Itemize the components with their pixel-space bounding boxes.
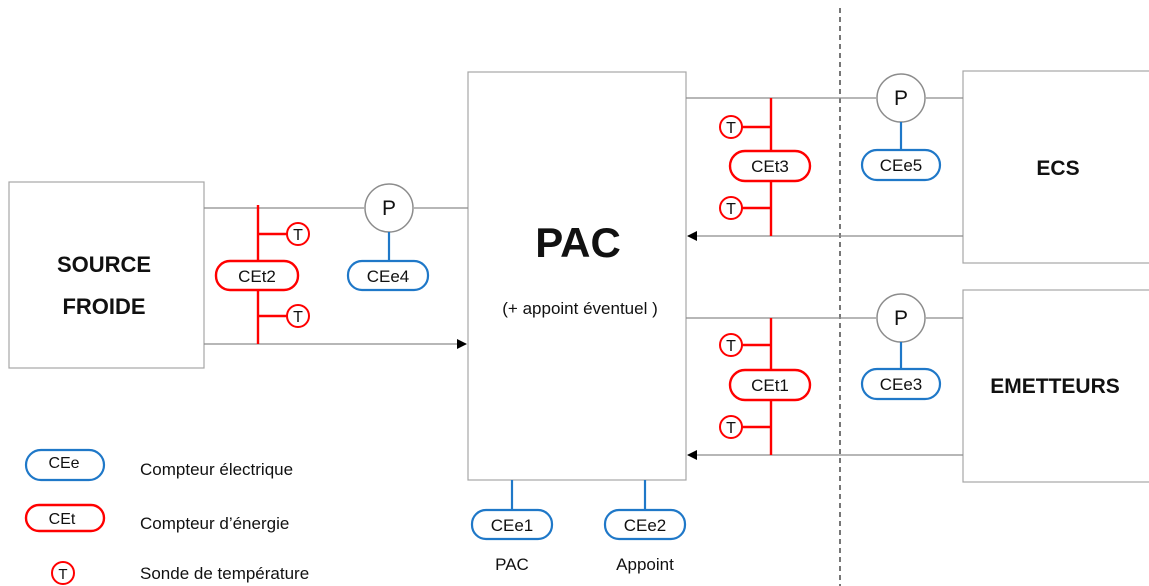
- cet3-meter: [728, 149, 812, 183]
- sensor-label: T: [726, 120, 736, 137]
- sensor-label: T: [726, 420, 736, 437]
- temperature-sensor-icon: [719, 196, 743, 220]
- temperature-sensor-icon: [719, 115, 743, 139]
- legend-cet-symbol: [24, 503, 106, 533]
- cee1-label: CEe1: [491, 516, 534, 535]
- cee3-meter: [860, 367, 942, 401]
- sensor-label: T: [726, 338, 736, 355]
- cet1-label: CEt1: [751, 376, 789, 395]
- pac-title: PAC: [535, 219, 621, 266]
- cee1-meter: [470, 508, 554, 541]
- cee5-label: CEe5: [880, 156, 923, 175]
- temperature-sensor-icon: [286, 304, 310, 328]
- pump-label: P: [894, 87, 908, 110]
- sensor-label: T: [293, 227, 303, 244]
- pac-box: [467, 71, 687, 481]
- temperature-sensor-icon: [719, 415, 743, 439]
- emetteurs-box: [962, 289, 1149, 483]
- ecs-box: [962, 70, 1149, 264]
- emetteurs-label: EMETTEURS: [990, 375, 1120, 398]
- cee2-label: CEe2: [624, 516, 667, 535]
- ecs-label: ECS: [1036, 157, 1079, 180]
- temperature-sensor-icon: [719, 333, 743, 357]
- legend-cet-text: Compteur d’énergie: [140, 514, 289, 533]
- legend-cee-text: Compteur électrique: [140, 460, 293, 479]
- pump-label: P: [894, 307, 908, 330]
- cee2-meter: [603, 508, 687, 541]
- legend-temperature-sensor-icon: [51, 561, 75, 585]
- pac-caption: PAC: [495, 555, 529, 574]
- appoint-caption: Appoint: [616, 555, 674, 574]
- source-froide-box: [8, 181, 205, 369]
- cet2-meter: [214, 259, 300, 292]
- legend-cee-symbol-text: CEe: [48, 455, 79, 472]
- temperature-sensor-icon: [286, 222, 310, 246]
- source-label-line2: FROIDE: [62, 294, 145, 319]
- cee4-label: CEe4: [367, 267, 410, 286]
- sensor-label: T: [293, 309, 303, 326]
- cee4-meter: [346, 259, 430, 292]
- cet2-label: CEt2: [238, 267, 276, 286]
- cee5-meter: [860, 148, 942, 182]
- legend-sensor-symbol-text: T: [58, 566, 67, 583]
- sensor-label: T: [726, 201, 736, 218]
- cet1-meter: [728, 368, 812, 402]
- pac-note: (+ appoint éventuel ): [502, 299, 657, 318]
- pump-label: P: [382, 197, 396, 220]
- legend-sensor-text: Sonde de température: [140, 564, 309, 583]
- cet3-label: CEt3: [751, 157, 789, 176]
- legend-cet-symbol-text: CEt: [49, 511, 76, 528]
- legend-cee-symbol: [24, 448, 106, 482]
- cee3-label: CEe3: [880, 375, 923, 394]
- source-label-line1: SOURCE: [57, 252, 151, 277]
